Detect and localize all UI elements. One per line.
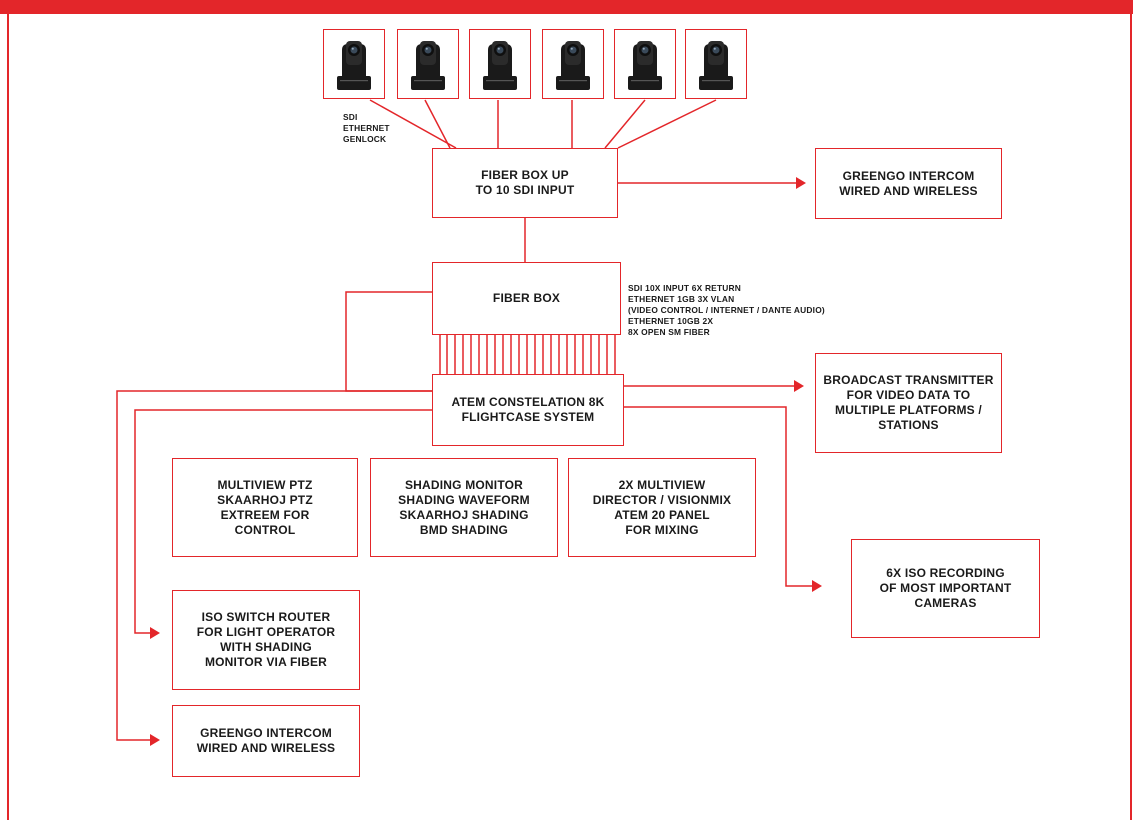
camera-lens-highlight — [642, 47, 645, 50]
fiber-box-up: FIBER BOX UP TO 10 SDI INPUT — [432, 148, 618, 218]
label-ethernet: ETHERNET — [343, 123, 390, 133]
multiview-2x-label: 2X MULTIVIEW DIRECTOR / VISIONMIX ATEM 2… — [592, 477, 732, 537]
camera-base-line — [702, 80, 730, 82]
camera-lens-highlight — [351, 47, 354, 50]
camera-base-line — [414, 80, 442, 82]
fiber-box-label: FIBER BOX — [492, 291, 561, 305]
broadcast-transmitter-label: BROADCAST TRANSMITTER FOR VIDEO DATA TO … — [823, 373, 994, 432]
greengo-intercom-top-label: GREENGO INTERCOM WIRED AND WIRELESS — [839, 168, 978, 198]
wire-iso-switch — [134, 409, 432, 634]
fiber-box-up-label: FIBER BOX UP TO 10 SDI INPUT — [475, 168, 575, 197]
left-frame-line — [7, 14, 9, 820]
greengo-intercom-top: GREENGO INTERCOM WIRED AND WIRELESS — [815, 148, 1002, 219]
ptz-camera-icon — [411, 41, 445, 90]
iso-recording: 6X ISO RECORDING OF MOST IMPORTANT CAMER… — [851, 539, 1040, 638]
ptz-camera-icon — [337, 41, 371, 90]
spec-line: 8X OPEN SM FIBER — [628, 327, 710, 337]
camera-6 — [685, 29, 747, 99]
fiber-box: FIBER BOX — [432, 262, 621, 335]
top-accent-bar — [0, 0, 1133, 14]
arrow-broadcast — [794, 380, 804, 392]
wire-cam2 — [424, 99, 451, 149]
camera-lens-glass — [712, 46, 720, 54]
camera-base — [483, 76, 517, 90]
camera-base-line — [340, 80, 368, 82]
wire-cam1 — [369, 99, 457, 149]
label-sdi: SDI — [343, 112, 358, 122]
camera-4 — [542, 29, 604, 99]
camera-lens-highlight — [570, 47, 573, 50]
multiview-2x: 2X MULTIVIEW DIRECTOR / VISIONMIX ATEM 2… — [568, 458, 756, 557]
atem-constellation-label: ATEM CONSTELATION 8K FLIGHTCASE SYSTEM — [451, 395, 605, 424]
arrowheads — [150, 177, 822, 746]
camera-lens-highlight — [497, 47, 500, 50]
spec-line: SDI 10X INPUT 6X RETURN — [628, 283, 742, 293]
arrow-greengo-bottom — [150, 734, 160, 746]
camera-lens-glass — [569, 46, 577, 54]
camera-connection-label: SDI ETHERNET GENLOCK — [343, 112, 390, 145]
camera-lens-glass — [424, 46, 432, 54]
shading-monitor: SHADING MONITOR SHADING WAVEFORM SKAARHO… — [370, 458, 558, 557]
atem-constellation: ATEM CONSTELATION 8K FLIGHTCASE SYSTEM — [432, 374, 624, 446]
spec-line: ETHERNET 1GB 3X VLAN — [628, 294, 735, 304]
iso-switch-router-label: ISO SWITCH ROUTER FOR LIGHT OPERATOR WIT… — [196, 610, 336, 669]
camera-5 — [614, 29, 676, 99]
wire-fiberbox-side — [345, 291, 432, 392]
camera-lens-glass — [350, 46, 358, 54]
greengo-intercom-bottom: GREENGO INTERCOM WIRED AND WIRELESS — [172, 705, 360, 777]
wire-iso-recording — [624, 406, 812, 587]
fiber-box-specs: SDI 10X INPUT 6X RETURN ETHERNET 1GB 3X … — [628, 283, 825, 338]
shading-monitor-label: SHADING MONITOR SHADING WAVEFORM SKAARHO… — [398, 477, 530, 537]
camera-base — [628, 76, 662, 90]
arrow-iso-switch — [150, 627, 160, 639]
camera-lens-glass — [641, 46, 649, 54]
camera-base-line — [486, 80, 514, 82]
ptz-camera-icon — [556, 41, 590, 90]
broadcast-transmitter: BROADCAST TRANSMITTER FOR VIDEO DATA TO … — [815, 353, 1002, 453]
ptz-camera-icon — [628, 41, 662, 90]
camera-base — [411, 76, 445, 90]
camera-3 — [469, 29, 531, 99]
multiview-ptz-label: MULTIVIEW PTZ SKAARHOJ PTZ EXTREEM FOR C… — [217, 477, 313, 537]
camera-base — [699, 76, 733, 90]
label-genlock: GENLOCK — [343, 134, 387, 144]
fiber-bundle — [439, 335, 616, 374]
iso-switch-router: ISO SWITCH ROUTER FOR LIGHT OPERATOR WIT… — [172, 590, 360, 690]
wire-cam5 — [604, 99, 646, 149]
iso-recording-label: 6X ISO RECORDING OF MOST IMPORTANT CAMER… — [879, 566, 1012, 610]
arrow-greengo-top — [796, 177, 806, 189]
camera-lens-highlight — [425, 47, 428, 50]
right-frame-line — [1130, 14, 1132, 820]
camera-base-line — [559, 80, 587, 82]
camera-2 — [397, 29, 459, 99]
camera-1 — [323, 29, 385, 99]
camera-base-line — [631, 80, 659, 82]
arrow-iso-recording — [812, 580, 822, 592]
spec-line: ETHERNET 10GB 2X — [628, 316, 714, 326]
wire-greengo-bottom — [116, 390, 432, 741]
camera-base — [556, 76, 590, 90]
spec-line: (VIDEO CONTROL / INTERNET / DANTE AUDIO) — [628, 305, 825, 315]
multiview-ptz: MULTIVIEW PTZ SKAARHOJ PTZ EXTREEM FOR C… — [172, 458, 358, 557]
camera-base — [337, 76, 371, 90]
greengo-intercom-bottom-label: GREENGO INTERCOM WIRED AND WIRELESS — [196, 726, 336, 755]
camera-lens-glass — [496, 46, 504, 54]
wire-cam6 — [617, 99, 717, 149]
camera-lens-highlight — [713, 47, 716, 50]
ptz-camera-icon — [699, 41, 733, 90]
ptz-camera-icon — [483, 41, 517, 90]
